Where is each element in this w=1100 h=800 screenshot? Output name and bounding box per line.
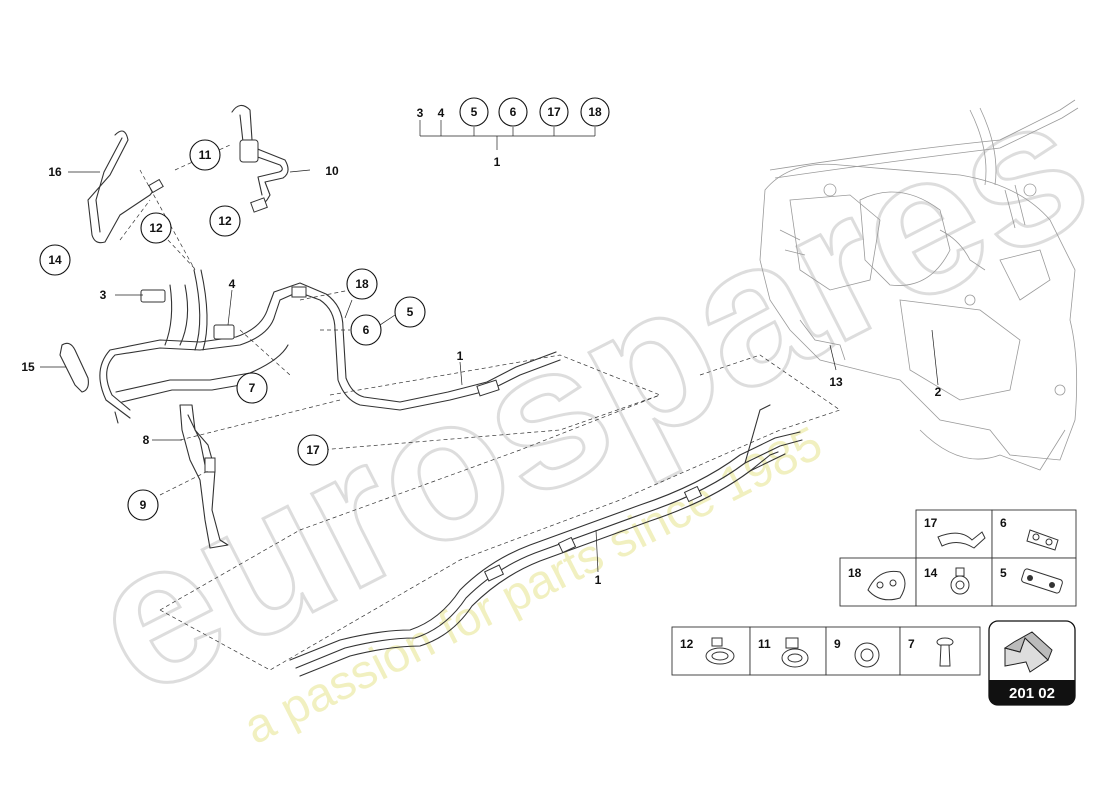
gearbox-assembly [759, 99, 1079, 471]
upper-pipes [99, 269, 561, 424]
group-member-3: 3 [417, 106, 424, 120]
legend-num-18: 18 [848, 566, 862, 580]
group-index: 3 4 5 6 17 18 1 [417, 97, 610, 169]
callout-3: 3 [100, 288, 107, 302]
hose-16 [87, 130, 164, 244]
callout-14: 14 [48, 253, 62, 267]
legend-num-12: 12 [680, 637, 694, 651]
callout-11: 11 [199, 148, 212, 162]
callout-9: 9 [140, 498, 147, 512]
callout-1-upper: 1 [457, 349, 464, 363]
callout-2: 2 [935, 385, 942, 399]
group-member-6: 6 [510, 105, 517, 119]
grommet-icon [854, 642, 880, 668]
clip-3 [140, 289, 166, 303]
callout-4: 4 [229, 277, 236, 291]
callout-7: 7 [249, 381, 256, 395]
legend-num-6: 6 [1000, 516, 1007, 530]
callout-5: 5 [407, 305, 414, 319]
legend-num-5: 5 [1000, 566, 1007, 580]
callout-18: 18 [355, 277, 369, 291]
leader-lines [40, 169, 939, 573]
hose-10 [231, 104, 289, 213]
main-pipe [289, 404, 803, 677]
section-badge: 201 02 [988, 620, 1076, 706]
legend-grid: 17 6 18 14 5 12 11 9 7 [671, 509, 1077, 676]
clamp-icon [950, 567, 970, 595]
connector-icon [1021, 568, 1063, 594]
group-member-5: 5 [471, 105, 478, 119]
callout-13: 13 [829, 375, 843, 389]
bracket-8 [179, 404, 229, 549]
callout-12-left: 12 [149, 221, 163, 235]
double-clip-icon [1026, 529, 1059, 551]
hose-clamp-icon [705, 637, 735, 665]
callout-1-lower: 1 [595, 573, 602, 587]
callout-15: 15 [21, 360, 35, 374]
arrow-icon [1003, 631, 1053, 673]
hose-icon [937, 531, 986, 549]
legend-num-9: 9 [834, 637, 841, 651]
callout-12-right: 12 [218, 214, 232, 228]
callout-6: 6 [363, 323, 370, 337]
circled-callouts: 14 11 12 12 18 5 6 7 9 17 [39, 139, 426, 521]
callout-16: 16 [48, 165, 62, 179]
section-code: 201 02 [1009, 685, 1055, 702]
legend-num-7: 7 [908, 637, 915, 651]
legend-num-11: 11 [758, 637, 771, 651]
legend-num-14: 14 [924, 566, 938, 580]
clip-4 [213, 324, 235, 340]
legend-num-17: 17 [924, 516, 938, 530]
hose-15 [59, 342, 89, 393]
callout-8: 8 [143, 433, 150, 447]
holder-icon [867, 570, 906, 601]
callout-17: 17 [306, 443, 320, 457]
spring-clamp-icon [781, 637, 809, 668]
group-member-18: 18 [588, 105, 602, 119]
plain-callouts: 16 10 3 4 15 1 8 13 2 1 [21, 164, 941, 587]
group-label: 1 [494, 155, 501, 169]
group-member-4: 4 [438, 106, 445, 120]
group-member-17: 17 [547, 105, 561, 119]
callout-10: 10 [325, 164, 339, 178]
rivet-icon [936, 637, 954, 667]
